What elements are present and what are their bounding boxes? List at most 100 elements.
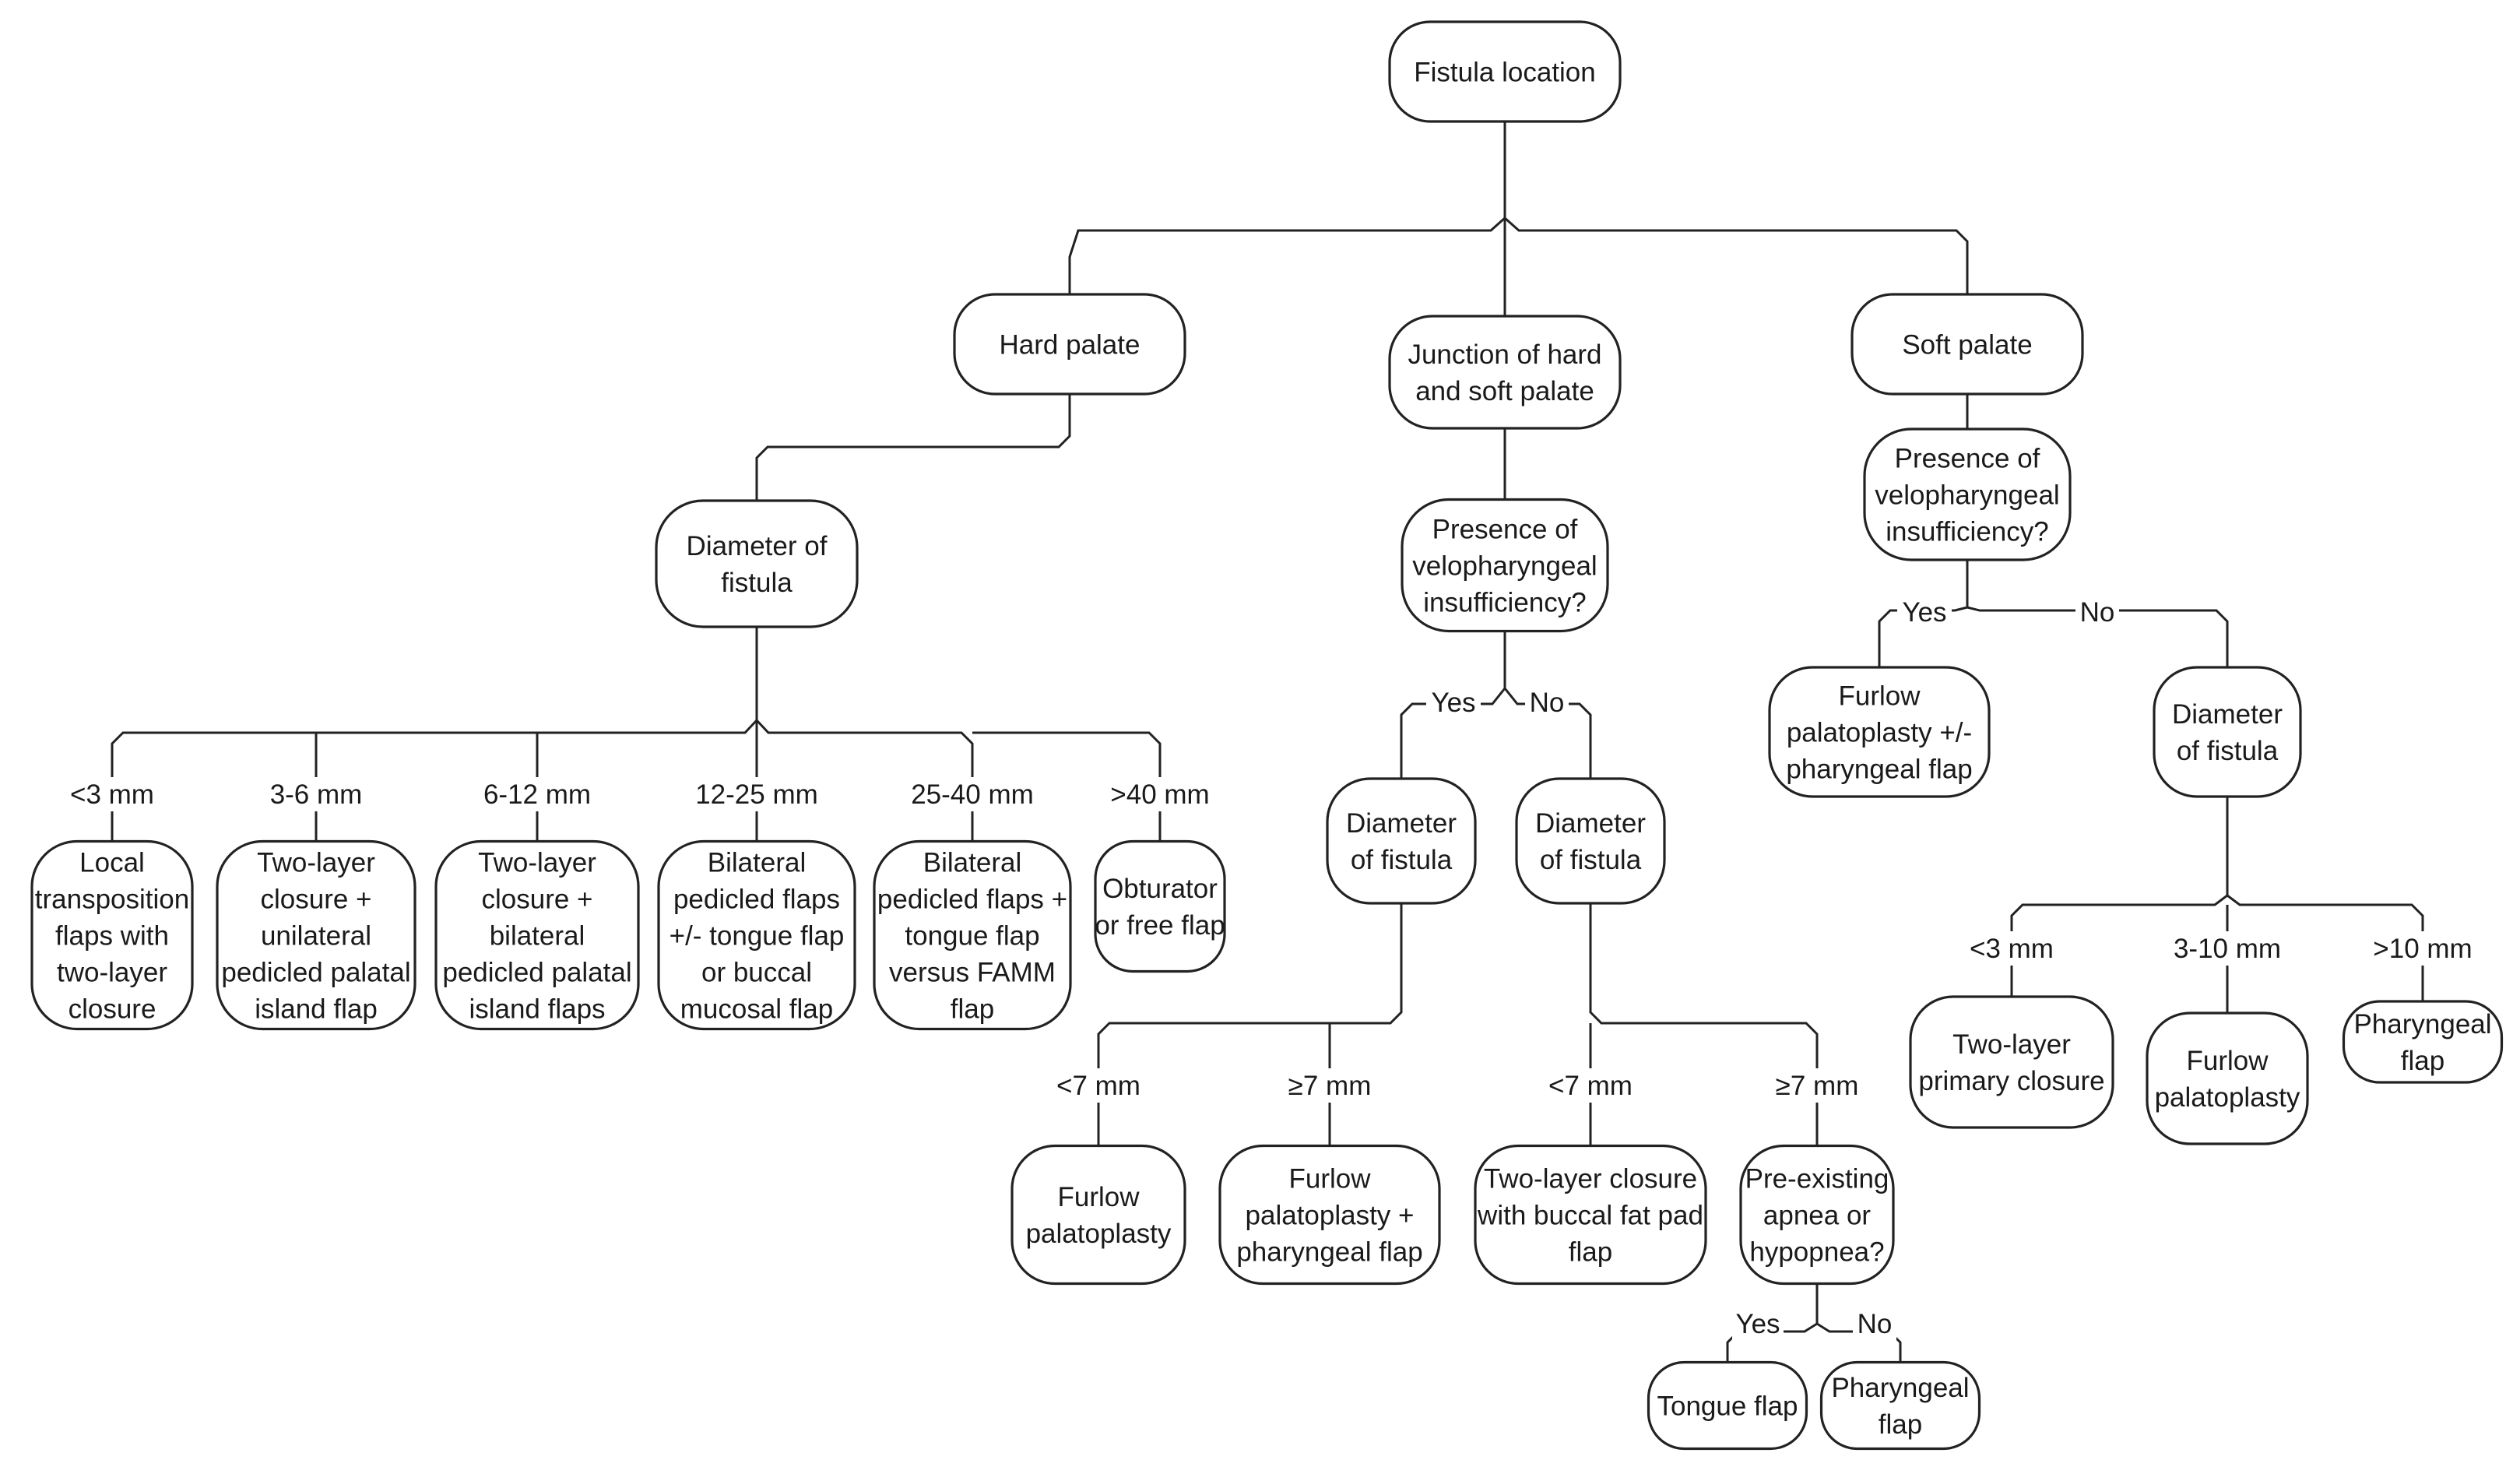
label-background <box>910 777 1035 811</box>
branch-label-text: Yes <box>1431 688 1475 718</box>
node-text-line: pedicled flaps <box>673 884 840 914</box>
node-s2: Furlow palatoplasty <box>2146 1011 2309 1145</box>
branch-label-hard-6-12: 6-12 mm <box>483 777 592 811</box>
branch-label-soft-lt3: <3 mm <box>1965 931 2058 966</box>
node-text-line: Furlow <box>2186 1046 2269 1076</box>
connector-line <box>1400 688 1506 779</box>
node-text-line: flap <box>1879 1409 1922 1440</box>
node-text-line: transposition <box>35 884 189 914</box>
node-text-line: closure + <box>482 884 593 914</box>
branch-label-text: No <box>2080 597 2115 628</box>
node-text-line: Bilateral <box>708 847 806 878</box>
node-box <box>657 839 856 1031</box>
branch-label-hard-12-25: 12-25 mm <box>694 777 819 811</box>
label-background <box>1525 685 1569 719</box>
node-box <box>1850 293 2084 396</box>
branch-label-text: 3-10 mm <box>2174 934 2281 964</box>
node-text-line: island flaps <box>469 994 605 1024</box>
node-text-line: pharyngeal flap <box>1786 754 1972 784</box>
node-text-line: Junction of hard <box>1408 339 1601 370</box>
connector-line <box>755 719 974 842</box>
node-box <box>1863 427 2072 561</box>
label-background <box>1052 1068 1145 1103</box>
label-background <box>2173 931 2282 966</box>
node-text-line: Two-layer closure <box>1484 1163 1697 1194</box>
branch-label-text: 6-12 mm <box>483 779 591 810</box>
label-background <box>2075 595 2119 629</box>
node-text-line: flap <box>951 994 994 1024</box>
node-box <box>1401 498 1609 633</box>
node-box <box>1388 20 1622 123</box>
node-text-line: bilateral <box>490 920 585 951</box>
branch-label-text: ≥7 mm <box>1776 1071 1859 1101</box>
branch-label-apnea-yes: Yes <box>1732 1307 1784 1341</box>
node-text-line: flap <box>2401 1046 2444 1076</box>
node-text-line: Two-layer <box>1952 1029 2071 1060</box>
node-box <box>216 839 416 1031</box>
node-text-line: and soft palate <box>1415 376 1594 406</box>
node-text-line: pedicled palatal <box>442 957 631 987</box>
connector-line <box>1878 606 1968 667</box>
branch-label-jn-lt7: <7 mm <box>1544 1068 1637 1103</box>
node-text-line: or buccal <box>701 957 812 987</box>
node-soft: Soft palate <box>1850 293 2084 396</box>
branch-label-hard-25-40: 25-40 mm <box>910 777 1035 811</box>
node-text-line: Obturator <box>1102 874 1218 904</box>
node-text-line: mucosal flap <box>680 994 833 1024</box>
label-background <box>483 777 592 811</box>
node-text-line: fistula <box>721 568 793 598</box>
node-text-line: of fistula <box>1540 845 1642 875</box>
node-text-line: Two-layer <box>478 847 596 878</box>
label-background <box>1109 777 1211 811</box>
node-box <box>1647 1360 1808 1451</box>
node-text-line: of fistula <box>1351 845 1453 875</box>
node-text-line: +/- tongue flap <box>670 920 845 951</box>
node-text-line: palatoplasty <box>1026 1219 1172 1249</box>
connector-line <box>755 394 1071 501</box>
node-text-line: island flap <box>255 994 378 1024</box>
branch-label-text: <3 mm <box>70 779 154 810</box>
node-text-line: tongue flap <box>905 920 1039 951</box>
label-background <box>2372 931 2473 966</box>
branch-label-text: 12-25 mm <box>695 779 818 810</box>
branch-label-text: Yes <box>1902 597 1946 628</box>
node-text-line: Pre-existing <box>1745 1163 1889 1194</box>
node-text-line: insufficiency? <box>1423 587 1586 617</box>
label-background <box>269 777 363 811</box>
node-text-line: velopharyngeal <box>1412 551 1597 581</box>
branch-label-text: ≥7 mm <box>1288 1071 1372 1101</box>
branch-label-text: <7 mm <box>1548 1071 1633 1101</box>
branch-label-soft-yes: Yes <box>1897 595 1952 629</box>
node-box <box>1218 1144 1441 1286</box>
node-box <box>655 499 859 628</box>
branch-label-text: Yes <box>1735 1309 1780 1339</box>
node-box <box>1326 777 1477 905</box>
label-background <box>1544 1068 1637 1103</box>
node-hard: Hard palate <box>953 293 1186 396</box>
node-ja-yes: Tongue flap <box>1647 1360 1808 1451</box>
node-text-line: Fistula location <box>1414 57 1595 87</box>
connector-line <box>1503 688 1592 779</box>
node-text-line: Diameter <box>1535 808 1646 839</box>
node-box <box>2342 1000 2504 1084</box>
branch-label-apnea-no: No <box>1853 1307 1896 1341</box>
branch-label-jy-ge7: ≥7 mm <box>1283 1068 1376 1103</box>
connector-line <box>1504 216 1969 294</box>
node-text-line: Hard palate <box>1000 329 1141 360</box>
connector-line <box>1068 216 1506 294</box>
branch-label-hard-gt40: >40 mm <box>1109 777 1211 811</box>
node-text-line: palatoplasty <box>2155 1082 2300 1113</box>
